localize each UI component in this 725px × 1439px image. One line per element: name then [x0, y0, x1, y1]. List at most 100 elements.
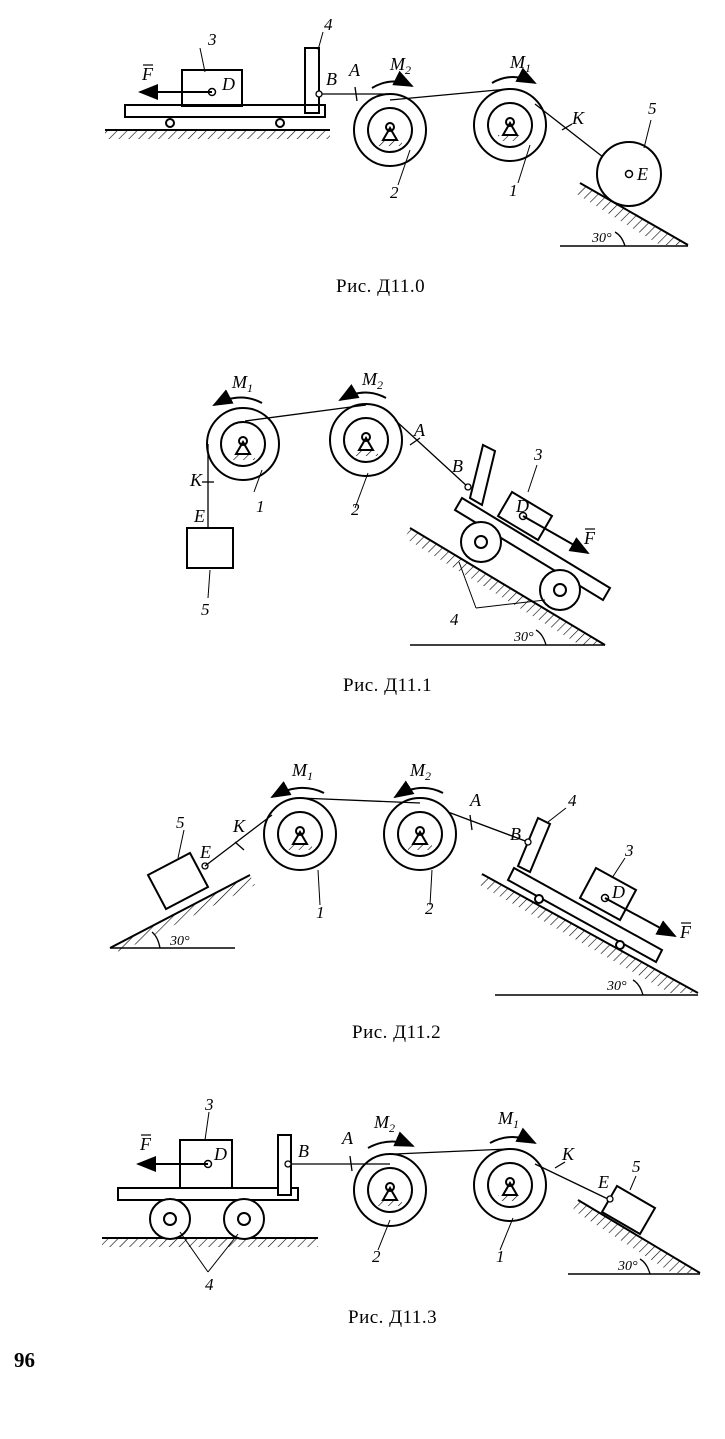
force-f-arrow: [604, 897, 677, 937]
label-m2: M2: [389, 54, 411, 77]
incline-left-30: [109, 874, 255, 952]
point-b: [524, 838, 532, 846]
label-angle: 30°: [617, 1259, 638, 1274]
label-a: A: [348, 60, 361, 80]
force-f-arrow: [522, 515, 590, 554]
caption-d11-0: Рис. Д11.0: [336, 276, 425, 297]
label-m2: M2: [373, 1112, 395, 1135]
point-e: [606, 1195, 614, 1203]
label-b: B: [510, 824, 521, 844]
pulley-1: [473, 88, 547, 162]
label-a: A: [341, 1128, 354, 1148]
label-m1: M1: [497, 1108, 519, 1131]
point-e: [624, 169, 634, 179]
label-angle: 30°: [513, 630, 534, 645]
ground-hatch: [102, 1237, 318, 1247]
moment-m1-arrow: [212, 389, 263, 406]
block-3: [181, 69, 243, 107]
body-5-block: [146, 851, 210, 911]
incline-right-30: [478, 873, 699, 996]
label-3: 3: [207, 30, 217, 49]
label-k: K: [571, 108, 585, 128]
point-b: [315, 90, 323, 98]
incline-30: [560, 182, 689, 247]
label-e: E: [193, 506, 205, 526]
caption-d11-2: Рис. Д11.2: [352, 1022, 441, 1043]
label-5: 5: [201, 600, 210, 619]
label-f: F: [679, 922, 692, 942]
label-m1: M1: [509, 52, 531, 75]
label-4: 4: [205, 1275, 214, 1294]
moment-m1-arrow: [270, 781, 325, 798]
figure-d11-0: F 3 4 D B A M2 M1 K 5 E 2 1 30°: [105, 15, 689, 247]
body-5-block: [600, 1184, 657, 1236]
label-d: D: [213, 1144, 227, 1164]
figure-d11-1: M1 M2 K E 5 1 2 A B 3 D F 4 30°: [186, 369, 612, 646]
label-f: F: [583, 528, 596, 548]
label-a: A: [413, 420, 426, 440]
label-4: 4: [568, 791, 577, 810]
label-b: B: [298, 1141, 309, 1161]
label-e: E: [636, 164, 648, 184]
moment-m1-arrow: [491, 67, 537, 84]
label-1: 1: [496, 1247, 505, 1266]
label-4: 4: [324, 15, 333, 34]
label-3: 3: [624, 841, 634, 860]
label-5: 5: [648, 99, 657, 118]
label-e: E: [199, 842, 211, 862]
label-f: F: [139, 1134, 152, 1154]
label-5: 5: [176, 813, 185, 832]
label-5: 5: [632, 1157, 641, 1176]
label-k: K: [232, 816, 246, 836]
label-d: D: [611, 882, 625, 902]
label-m2: M2: [409, 760, 431, 783]
label-angle: 30°: [591, 231, 612, 246]
pulley-2: [353, 1153, 427, 1227]
label-2: 2: [425, 899, 434, 918]
label-m2: M2: [361, 369, 383, 392]
label-3: 3: [204, 1095, 214, 1114]
point-b: [464, 483, 472, 491]
label-2: 2: [351, 500, 360, 519]
incline-30: [568, 1199, 701, 1275]
label-1: 1: [509, 181, 518, 200]
figure-d11-2: 5 E K M1 M2 1 2 A B 4 3 D F 30° 30°: [109, 760, 699, 996]
caption-d11-1: Рис. Д11.1: [343, 675, 432, 696]
label-f: F: [141, 64, 154, 84]
cart-4: [453, 443, 612, 611]
label-m1: M1: [231, 372, 253, 395]
label-k: K: [561, 1144, 575, 1164]
moment-m2-arrow: [367, 1131, 415, 1149]
label-m1: M1: [291, 760, 313, 783]
ground-hatch: [105, 129, 330, 139]
pulley-2: [383, 797, 457, 871]
label-1: 1: [256, 497, 265, 516]
moment-m2-arrow: [393, 780, 444, 799]
pulley-1: [263, 797, 337, 871]
label-b: B: [452, 456, 463, 476]
moment-m1-arrow: [489, 1127, 537, 1144]
pulley-2: [353, 93, 427, 167]
label-k: K: [189, 470, 203, 490]
figure-d11-3: F 3 D B A M2 M1 K E 5 2 1 4 30°: [102, 1095, 701, 1294]
pulley-1: [473, 1148, 547, 1222]
moment-m2-arrow: [338, 384, 387, 402]
label-2: 2: [390, 183, 399, 202]
label-3: 3: [533, 445, 543, 464]
pulley-1: [206, 407, 280, 481]
label-1: 1: [316, 903, 325, 922]
label-angle-left: 30°: [169, 934, 190, 949]
caption-d11-3: Рис. Д11.3: [348, 1307, 437, 1328]
label-a: A: [469, 790, 482, 810]
label-2: 2: [372, 1247, 381, 1266]
point-b: [284, 1160, 292, 1168]
label-b: B: [326, 69, 337, 89]
incline-30: [405, 527, 606, 646]
label-d: D: [515, 496, 529, 516]
label-angle-right: 30°: [606, 979, 627, 994]
page-number: 96: [14, 1348, 35, 1372]
body-5-block: [186, 527, 234, 569]
label-4: 4: [450, 610, 459, 629]
pulley-2: [329, 403, 403, 477]
label-d: D: [221, 74, 235, 94]
